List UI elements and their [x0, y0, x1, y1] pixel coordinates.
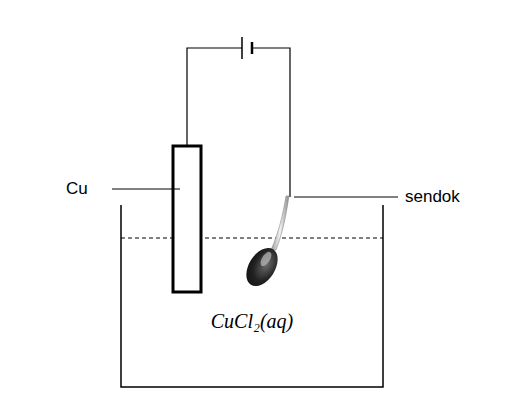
wire	[252, 48, 290, 197]
beaker	[121, 205, 383, 387]
spoon	[240, 196, 289, 292]
copper-electrode	[173, 146, 201, 292]
battery-long-plate	[241, 37, 243, 59]
leader-line	[294, 197, 398, 198]
solution-label: CuCl₂(aq)	[211, 310, 294, 333]
leader-line	[112, 189, 180, 190]
spoon-label: sendok	[405, 187, 460, 207]
liquid-surface	[121, 238, 383, 239]
electrode-label: Cu	[66, 179, 88, 199]
wire	[187, 48, 242, 146]
